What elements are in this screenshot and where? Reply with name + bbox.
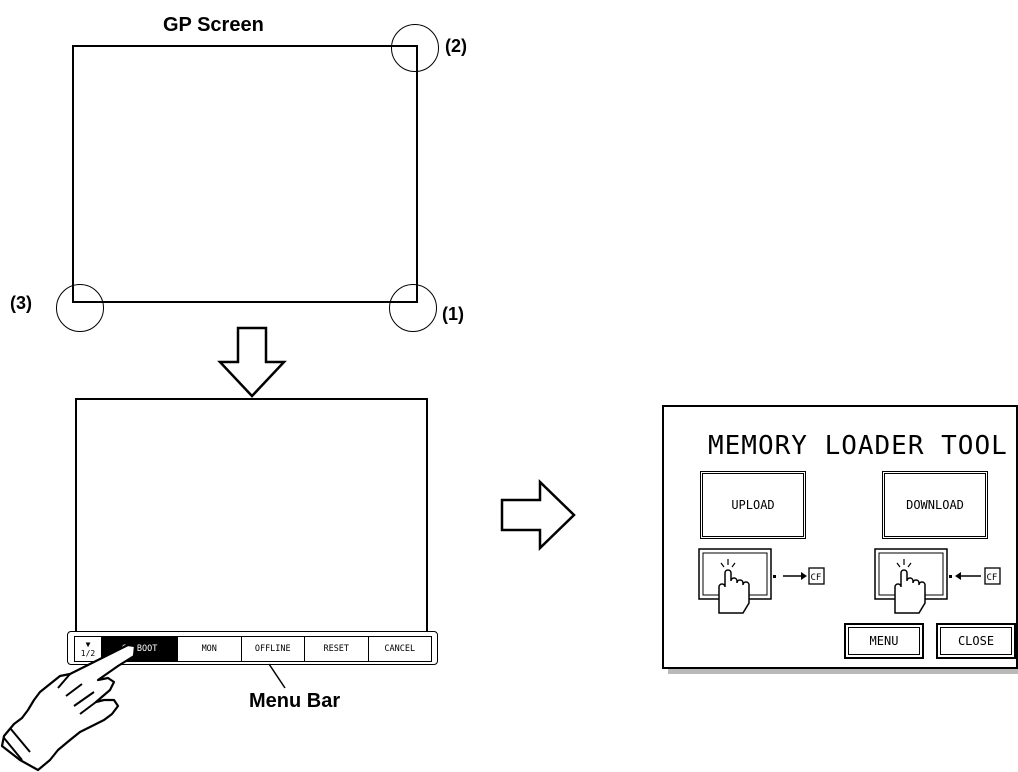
close-button-label: CLOSE xyxy=(958,634,994,648)
cf-download-label: CF xyxy=(987,573,998,583)
menu-offline-button[interactable]: OFFLINE xyxy=(241,637,305,661)
download-button[interactable]: DOWNLOAD xyxy=(882,471,988,539)
menu-reset-button[interactable]: RESET xyxy=(304,637,368,661)
callout-3: (3) xyxy=(10,293,32,314)
upload-direction-icon: CF xyxy=(697,543,827,617)
corner-circle-1 xyxy=(389,284,437,332)
download-button-label: DOWNLOAD xyxy=(906,498,964,512)
menu-cancel-button[interactable]: CANCEL xyxy=(368,637,432,661)
memory-loader-tool-panel: MEMORY LOADER TOOL UPLOAD DOWNLOAD CF CF… xyxy=(662,405,1018,669)
cf-upload-label: CF xyxy=(811,573,822,583)
memory-loader-title: MEMORY LOADER TOOL xyxy=(708,431,1008,461)
right-arrow-icon xyxy=(500,478,578,552)
pointing-hand-icon xyxy=(0,640,170,772)
callout-2: (2) xyxy=(445,36,467,57)
down-arrow-icon xyxy=(216,326,288,400)
gp-screen-label: GP Screen xyxy=(163,14,264,37)
gp-screen xyxy=(72,45,418,303)
callout-1: (1) xyxy=(442,304,464,325)
corner-circle-3 xyxy=(56,284,104,332)
close-button[interactable]: CLOSE xyxy=(936,623,1016,659)
menu-bar-leader-line xyxy=(265,660,295,690)
menu-bar-label: Menu Bar xyxy=(249,690,340,713)
gp-screen-menu-view xyxy=(75,398,428,663)
corner-circle-2 xyxy=(391,24,439,72)
menu-mon-button[interactable]: MON xyxy=(177,637,241,661)
menu-button-label: MENU xyxy=(870,634,899,648)
menu-button[interactable]: MENU xyxy=(844,623,924,659)
download-direction-icon: CF xyxy=(873,543,1003,617)
upload-button[interactable]: UPLOAD xyxy=(700,471,806,539)
upload-button-label: UPLOAD xyxy=(731,498,774,512)
